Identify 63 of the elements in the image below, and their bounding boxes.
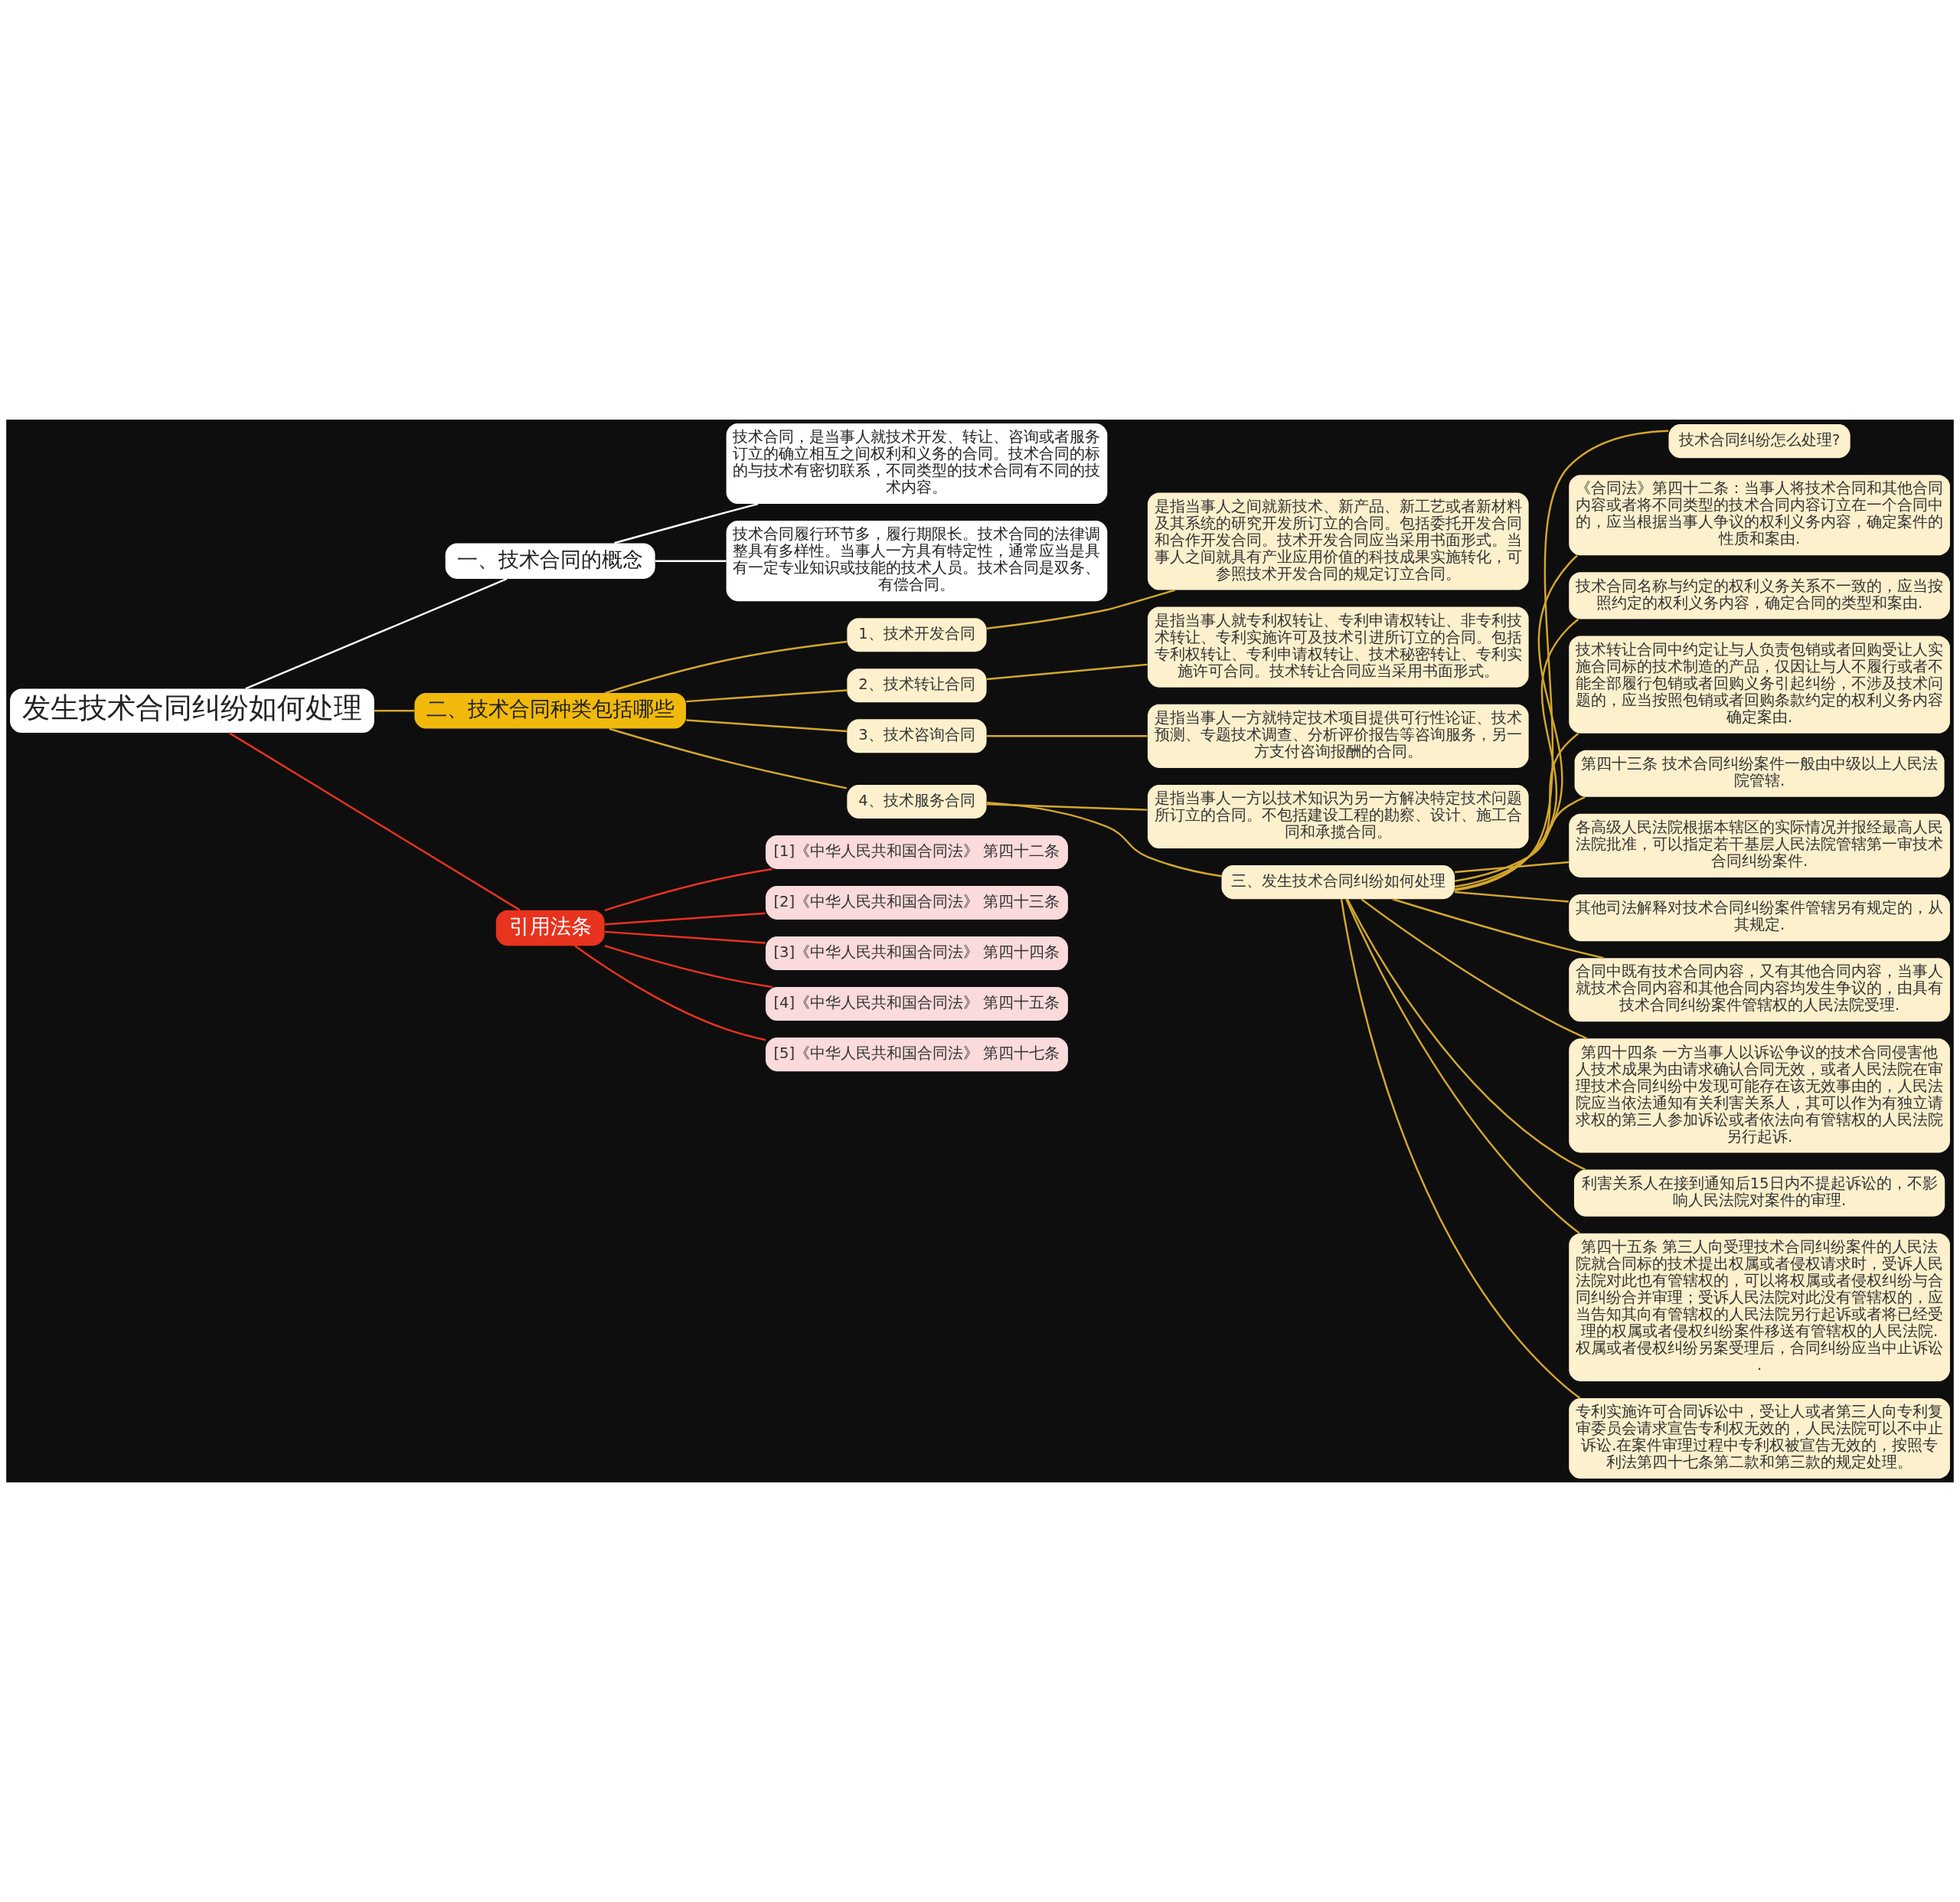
node-box: [5]《中华人民共和国合同法》 第四十七条 (765, 1038, 1068, 1072)
node-box: 是指当事人一方就特定技术项目提供可行性论证、技术预测、专题技术调查、分析评价报告等咨询服务，另一方支付咨询报酬的合同。 (1147, 704, 1529, 768)
connector (655, 560, 727, 562)
node-box: 4、技术服务合同 (847, 784, 987, 819)
connector (604, 930, 766, 944)
connector (1454, 554, 1578, 891)
connector (1340, 899, 1581, 1399)
connector (574, 945, 766, 1041)
node-box: 专利实施许可合同诉讼中，受让人或者第三人向专利复审委员会请求宣告专利权无效的，人民法院可以不中止诉讼.在案件审理过程中专利权被宣告无效的，按照专利法第四十七条第二款和第三款的规定处理。 (1569, 1397, 1950, 1479)
node-box: 三、发生技术合同纠纷如何处理 (1221, 865, 1455, 900)
node-box: 1、技术开发合同 (847, 618, 987, 652)
connector (604, 640, 848, 694)
node-box: 技术合同，是当事人就技术开发、转让、咨询或者服务订立的确立相互之间权利和义务的合同。技术合同的标的与技术有密切联系，不同类型的技术合同有不同的技术内容。 (726, 423, 1108, 505)
connector (228, 732, 521, 911)
node-box: 《合同法》第四十二条：当事人将技术合同和其他合同内容或者将不同类型的技术合同内容订立在一个合同中的，应当根据当事人争议的权利义务内容，确定案件的性质和案由. (1569, 475, 1950, 556)
connector (374, 710, 415, 712)
node-box: 第四十五条 第三人向受理技术合同纠纷案件的人民法院就合同标的技术提出权属或者侵权请求时，受诉人民法院对此也有管辖权的，可以将权属或者侵权纠纷与合同纠纷合并审理；受诉人民法院对此没有管辖权的，应当告知其向有管辖权的人民法院另行起诉或者将已经受理的权属或者侵权纠纷案件移送有管辖权的人民法院.权属或者侵权纠纷另案受理后，合同纠纷应当中止诉讼. (1569, 1233, 1950, 1381)
connector (1346, 898, 1586, 1171)
connector (686, 719, 848, 733)
node-box: [4]《中华人民共和国合同法》 第四十五条 (765, 987, 1068, 1021)
node-box: 技术合同履行环节多，履行期限长。技术合同的法律调整具有多样性。当事人一方具有特定性，通常应当是具有一定专业知识或技能的技术人员。技术合同是双务、有偿合同。 (726, 521, 1108, 602)
connector (986, 735, 1148, 737)
node-box: 一、技术合同的概念 (445, 543, 655, 579)
node-box: 技术合同纠纷怎么处理? (1668, 424, 1851, 459)
connector (609, 727, 848, 789)
node-box: 引用法条 (495, 910, 605, 946)
connector (1455, 891, 1569, 903)
connector (1392, 898, 1604, 959)
connector (604, 868, 773, 912)
connector (1345, 898, 1580, 1234)
node-box: 2、技术转让合同 (847, 668, 987, 703)
node-box: [2]《中华人民共和国合同法》 第四十三条 (765, 886, 1068, 920)
connector (1361, 898, 1588, 1040)
connector (1454, 430, 1669, 891)
connector (1455, 861, 1569, 874)
connector (986, 589, 1176, 629)
connector (986, 663, 1148, 681)
node-box: 发生技术合同纠纷如何处理 (10, 688, 374, 734)
node-box: 第四十三条 技术合同纠纷案件一般由中级以上人民法院管辖. (1574, 750, 1945, 797)
node-box: 第四十四条 一方当事人以诉讼争议的技术合同侵害他人技术成果为由请求确认合同无效，或者人民法院在审理技术合同纠纷中发现可能存在该无效事由的，人民法院应当依法通知有关利害关系人，其可以作为有独立请求权的第三人参加诉讼或者依法向有管辖权的人民法院另行起诉. (1569, 1038, 1950, 1153)
node-box: 是指当事人一方以技术知识为另一方解决特定技术问题所订立的合同。不包括建设工程的勘察、设计、施工合同和承揽合同。 (1147, 784, 1529, 849)
connector (686, 689, 848, 703)
node-box: 合同中既有技术合同内容，又有其他合同内容，当事人就技术合同内容和其他合同内容均发生争议的，由具有技术合同纠纷案件管辖权的人民法院受理. (1569, 958, 1950, 1022)
node-box: 利害关系人在接到通知后15日内不提起诉讼的，不影响人民法院对案件的审理. (1573, 1169, 1945, 1217)
node-box: 其他司法解释对技术合同纠纷案件管辖另有规定的，从其规定. (1569, 894, 1950, 942)
node-box: 技术合同名称与约定的权利义务关系不一致的，应当按照约定的权利义务内容，确定合同的类型和案由. (1569, 572, 1950, 619)
connector (986, 802, 1148, 811)
connector (604, 945, 773, 989)
connector (604, 912, 766, 926)
connector (1454, 733, 1579, 888)
connector (1454, 796, 1586, 882)
node-box: 3、技术咨询合同 (847, 719, 987, 753)
connector (987, 801, 1222, 877)
node-box: 各高级人民法院根据本辖区的实际情况并报经最高人民法院批准，可以指定若干基层人民法院管辖第一审技术合同纠纷案件. (1569, 813, 1950, 877)
node-box: 是指当事人之间就新技术、新产品、新工艺或者新材料及其系统的研究开发所订立的合同。包括委托开发合同和合作开发合同。技术开发合同应当采用书面形式。当事人之间就具有产业应用价值的科技成果实施转化，可参照技术开发合同的规定订立合同。 (1147, 492, 1529, 590)
connector (614, 502, 759, 544)
connector (1454, 618, 1579, 891)
node-box: 是指当事人就专利权转让、专利申请权转让、非专利技术转让、专利实施许可及技术引进所订立的合同。包括专利权转让、专利申请权转让、技术秘密转让、专利实施许可合同。技术转让合同应当采用书面形式。 (1147, 606, 1529, 688)
node-box: 技术转让合同中约定让与人负责包销或者回购受让人实施合同标的技术制造的产品，仅因让与人不履行或者不能全部履行包销或者回购义务引起纠纷，不涉及技术问题的，应当按照包销或者回购条款约定的权利义务内容确定案由. (1569, 636, 1950, 734)
connector (245, 577, 508, 690)
node-box: 二、技术合同种类包括哪些 (414, 693, 686, 729)
node-box: [3]《中华人民共和国合同法》 第四十四条 (765, 936, 1068, 971)
node-box: [1]《中华人民共和国合同法》 第四十二条 (765, 835, 1068, 869)
